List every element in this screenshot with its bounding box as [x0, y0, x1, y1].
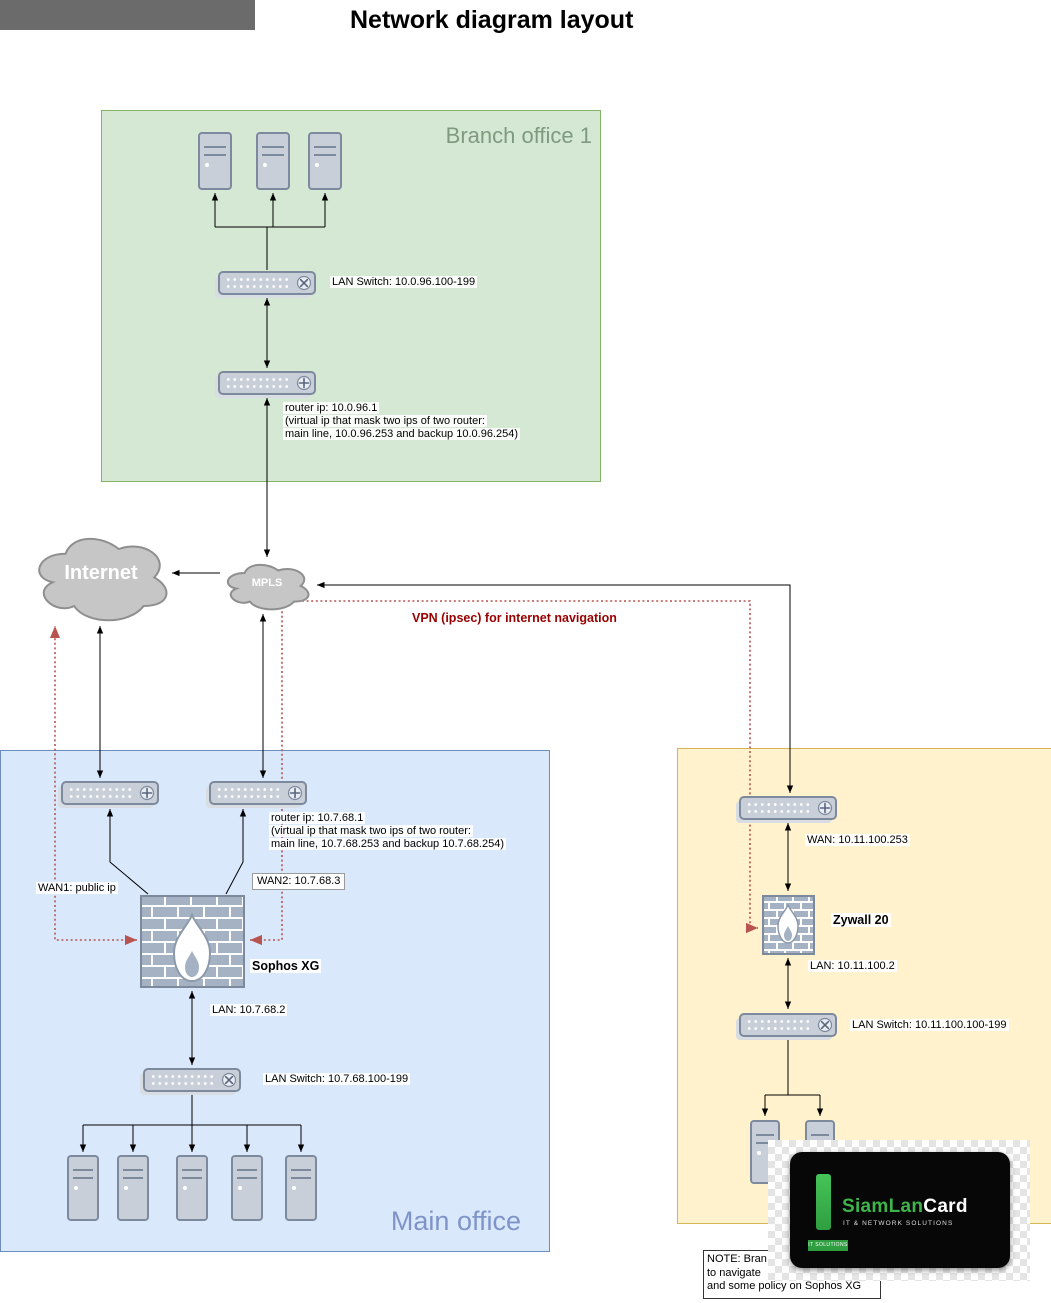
branch-office-1-label: Branch office 1 — [445, 123, 592, 148]
flame-icon — [172, 912, 212, 983]
flame-inner — [784, 926, 792, 941]
switch-ports-dots — [150, 1073, 214, 1088]
router-ports-dots — [216, 786, 280, 801]
sophos-xg-label: Sophos XG — [250, 959, 322, 973]
router-ports-dots — [746, 801, 810, 816]
branch2-lan-switch-icon — [739, 1013, 837, 1037]
siamlancard-logo-mark — [816, 1174, 831, 1230]
router-cross-arrows-icon — [139, 785, 155, 801]
zywall-label: Zywall 20 — [831, 913, 891, 927]
main-lan-label: LAN: 10.7.68.2 — [210, 1004, 288, 1016]
main-lan-switch-icon — [143, 1068, 241, 1092]
it-solutions-badge: IT SOLUTIONS — [808, 1240, 848, 1251]
branch1-pc-icon — [198, 132, 232, 190]
main-router-1-icon — [61, 781, 159, 805]
switch-crossed-arrows-icon — [817, 1017, 833, 1033]
router-cross-arrows-icon — [817, 800, 833, 816]
flame-icon — [777, 903, 799, 944]
brand-white-text: Card — [923, 1196, 968, 1217]
main-pc-icon — [67, 1155, 99, 1221]
main-pc-icon — [176, 1155, 208, 1221]
branch2-lan-label: LAN: 10.11.100.2 — [808, 960, 897, 972]
vpn-ipsec-label: VPN (ipsec) for internet navigation — [412, 611, 617, 625]
siamlancard-brand: SiamLanCard — [842, 1196, 968, 1218]
internet-label: Internet — [64, 562, 138, 584]
brand-green-text: SiamLan — [842, 1196, 924, 1217]
diagram-title: Network diagram layout — [350, 6, 634, 34]
main-pc-icon — [285, 1155, 317, 1221]
main-pc-icon — [231, 1155, 263, 1221]
switch-crossed-arrows-icon — [296, 275, 312, 291]
branch1-pc-icon — [308, 132, 342, 190]
note-line: and some policy on Sophos XG — [707, 1280, 862, 1292]
main-office-label: Main office — [390, 1206, 521, 1236]
branch1-router-icon — [218, 371, 316, 395]
router-ports-dots — [225, 376, 289, 391]
router-ports-dots — [68, 786, 132, 801]
note-line: NOTE: Bran — [707, 1253, 767, 1265]
wan1-label: WAN1: public ip — [36, 882, 118, 894]
flame-inner — [185, 951, 199, 977]
note-line: to navigate — [707, 1266, 761, 1279]
switch-ports-dots — [746, 1018, 810, 1033]
zywall-firewall-icon — [762, 895, 815, 955]
main-pc-icon — [117, 1155, 149, 1221]
router-cross-arrows-icon — [287, 785, 303, 801]
branch2-router-icon — [739, 796, 837, 820]
main-router-2-icon — [209, 781, 307, 805]
wan2-label: WAN2: 10.7.68.3 — [252, 873, 346, 890]
branch1-pc-icon — [256, 132, 290, 190]
branch2-switch-label: LAN Switch: 10.11.100.100-199 — [850, 1019, 1009, 1031]
switch-ports-dots — [225, 276, 289, 291]
logo-transparency-area: SiamLanCard IT & NETWORK SOLUTIONS IT SO… — [768, 1140, 1030, 1281]
switch-crossed-arrows-icon — [221, 1072, 237, 1088]
mpls-cloud: MPLS — [222, 560, 312, 612]
mpls-label: MPLS — [251, 577, 283, 589]
main-router-note: router ip: 10.7.68.1 (virtual ip that ma… — [269, 812, 507, 850]
cloud-shape — [38, 537, 168, 622]
branch1-lan-switch-icon — [218, 271, 316, 295]
siamlancard-tagline: IT & NETWORK SOLUTIONS — [843, 1220, 954, 1227]
top-left-gray-bar — [0, 0, 255, 30]
branch1-switch-label: LAN Switch: 10.0.96.100-199 — [330, 276, 478, 288]
sophos-xg-firewall-icon — [140, 895, 245, 988]
router-cross-arrows-icon — [296, 375, 312, 391]
siamlancard-logo-card: SiamLanCard IT & NETWORK SOLUTIONS IT SO… — [790, 1152, 1010, 1268]
branch1-router-note: router ip: 10.0.96.1 (virtual ip that ma… — [283, 402, 521, 440]
branch2-wan-label: WAN: 10.11.100.253 — [805, 834, 910, 846]
main-switch-label: LAN Switch: 10.7.68.100-199 — [263, 1073, 411, 1085]
internet-cloud: Internet — [30, 530, 172, 625]
